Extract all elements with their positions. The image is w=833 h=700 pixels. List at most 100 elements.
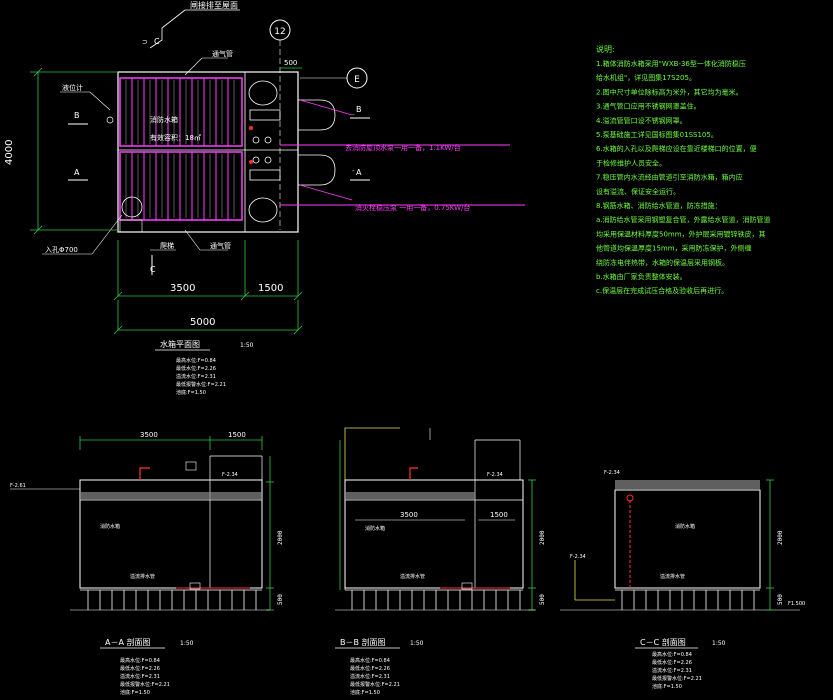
note-line: 给水机组"，详见图集17S205。 [596,73,696,82]
svg-text:-: - [352,167,355,175]
bb-dim-500: 500 [539,594,546,605]
bb-dim-2000: 2000 [539,530,546,545]
level-item: 最低报警水位:F=2.21 [120,681,170,688]
note-line: 8.钢筋水箱、消防给水管道，防冻措施： [596,201,722,210]
level-item: 最低报警水位:F=2.21 [176,381,226,388]
cc-title: C－C 剖面图 [640,637,686,647]
aa-dim-500: 500 [277,594,284,605]
level-item: 最低报警水位:F=2.21 [652,675,702,682]
pipe2-label: 消火栓稳压泵 一用一备，0.75KW/台 [355,203,470,212]
bb-dim-1500: 1500 [490,511,508,519]
note-line: a.消防给水管采用钢塑复合管，外露给水管道，消防管道 [596,215,771,224]
level-item: 最低水位:F=2.26 [652,659,692,666]
svg-text:⊃: ⊃ [142,38,148,46]
note-line: b.水箱由厂家负责整体安装。 [596,272,687,281]
section-mark-b-left: B [74,111,80,120]
plan-dim-4000: 4000 [4,140,15,165]
manhole-label: 入孔Φ700 [45,246,78,254]
tank-outline [117,71,299,233]
plan-inner-label-2: 有效容积：18㎡ [150,133,201,142]
level-item: 最高水位:F=0.84 [120,657,160,664]
section-mark-b-right: B [356,105,362,114]
plan-dim-1500: 1500 [258,283,283,294]
section-cc: 2000 500 F-2.34 F-2.34 F1.500 消防水箱 溢流排水管… [560,470,805,690]
level-item: 最低水位:F=2.26 [120,665,160,672]
note-line: 7.稳压管内水流经由管道引至消防水箱，箱内应 [596,173,743,182]
level-item: 溢流水位:F=2.31 [652,667,692,674]
level-item: 溢流水位:F=2.31 [176,373,216,380]
plan-levels-list: 最高水位:F=0.84最低水位:F=2.26溢流水位:F=2.31最低报警水位:… [176,357,226,396]
aa-tank-body [79,479,263,589]
note-line: 2.图中尺寸单位除标高为米外，其它均为毫米。 [596,87,743,96]
tank-panel-hatch [119,77,243,221]
plan-scale: 1:50 [240,342,254,349]
level-item: 池底:F=1.50 [176,389,206,396]
bb-tank-label: 消防水箱 [365,525,385,532]
aa-bottom-label: 溢流排水管 [130,573,155,580]
aa-tank-label: 消防水箱 [100,523,120,530]
plan-title: 水箱平面图 [160,339,200,349]
note-line: 绕防冻电伴热带，水箱的保温层采用钢板。 [596,258,729,267]
section-aa: 3500 1500 2000 500 F-2.34 F-2.61 消防水箱 溢流 [10,431,284,696]
cc-tank-body [614,489,761,589]
cc-label-left: F-2.34 [604,470,620,476]
section-mark-a-right: A [356,168,362,177]
pipe1-label: 去消防屋顶水泵一用一备，1.1KW/台 [345,143,461,152]
aa-dim-1500: 1500 [228,431,246,439]
bb-dim-3500: 3500 [400,511,418,519]
cc-tank-label: 消防水箱 [675,523,695,530]
note-line: 3.通气管口应用不锈钢网罩盖住。 [596,102,701,111]
aa-label-right: F-2.34 [222,472,238,478]
bb-tank-body [344,479,524,589]
cc-scale: 1:50 [712,640,726,647]
note-line: 4.溢流管管口设不锈钢网罩。 [596,116,687,125]
note-line: 他管道均保温厚度15mm，采用防冻保护，外侧缠 [596,244,752,253]
plan-dim-500: 500 [284,59,297,67]
plan-dim-5000: 5000 [190,317,215,328]
level-item: 池底:F=1.50 [350,689,380,696]
level-item: 池底:F=1.50 [120,689,150,696]
section-mark-a-left: A [74,168,80,177]
svg-text:-: - [352,111,355,119]
vent-top-label: 通气管 [212,49,233,58]
vent-bottom-label: 通气管 [210,241,231,250]
bb-levels-list: 最高水位:F=0.84最低水位:F=2.26溢流水位:F=2.31最低报警水位:… [350,657,400,696]
section-mark-c-top: C [154,37,160,46]
aa-label-level: F-2.61 [10,483,26,489]
note-line: 于检修维护人员安全。 [596,158,666,167]
aa-dim-2000: 2000 [277,530,284,545]
notes-block: 说明: 1.箱体消防水箱采用"WXB-36型一体化消防稳压 给水机组"，详见图集… [596,44,771,295]
notes-title: 说明: [596,44,615,54]
cc-dim-500: 500 [777,594,784,605]
cc-dim-2000: 2000 [777,530,784,545]
cc-label-right: F1.500 [788,601,805,607]
cc-label-mid: F-2.34 [570,554,586,560]
level-gauge-label: 液位计 [62,83,83,92]
aa-scale: 1:50 [180,640,194,647]
level-item: 最高水位:F=0.84 [176,357,216,364]
note-line: 5.泵基础施工详见国标图集01SS105。 [596,130,718,139]
level-item: 溢流水位:F=2.31 [350,673,390,680]
level-item: 溢流水位:F=2.31 [120,673,160,680]
notes-lines: 1.箱体消防水箱采用"WXB-36型一体化消防稳压 给水机组"，详见图集17S2… [596,59,771,295]
aa-levels-list: 最高水位:F=0.84最低水位:F=2.26溢流水位:F=2.31最低报警水位:… [120,657,170,696]
plan-view: 闸接排至屋面 ⊃ 12 E 500 [4,0,525,396]
note-line: c.保温层在完成试压合格及验收后再进行。 [596,286,728,295]
pump-equipment [248,80,336,223]
axis-E-label: E [354,75,360,85]
bb-scale: 1:50 [410,640,424,647]
section-bb: 3500 1500 2000 500 F-2.34 消防水箱 溢流排水管 B－B [335,427,546,696]
level-item: 池底:F=1.50 [652,683,682,690]
level-item: 最高水位:F=0.84 [652,651,692,658]
axis-12-label: 12 [274,27,285,37]
level-item: 最低水位:F=2.26 [176,365,216,372]
manhole-symbol [121,196,143,218]
note-line: 设有溢流、保证安全运行。 [596,187,680,196]
level-item: 最高水位:F=0.84 [350,657,390,664]
ladder-label: 爬梯 [160,241,174,250]
note-line: 6.水箱的入孔以及爬梯应设在靠近楼梯口的位置，便 [596,144,757,153]
bb-bottom-label: 溢流排水管 [400,573,425,580]
note-line: 均采用保温材料厚度50mm，外护层采用镀锌铁皮，其 [596,229,766,238]
level-item: 最低报警水位:F=2.21 [350,681,400,688]
